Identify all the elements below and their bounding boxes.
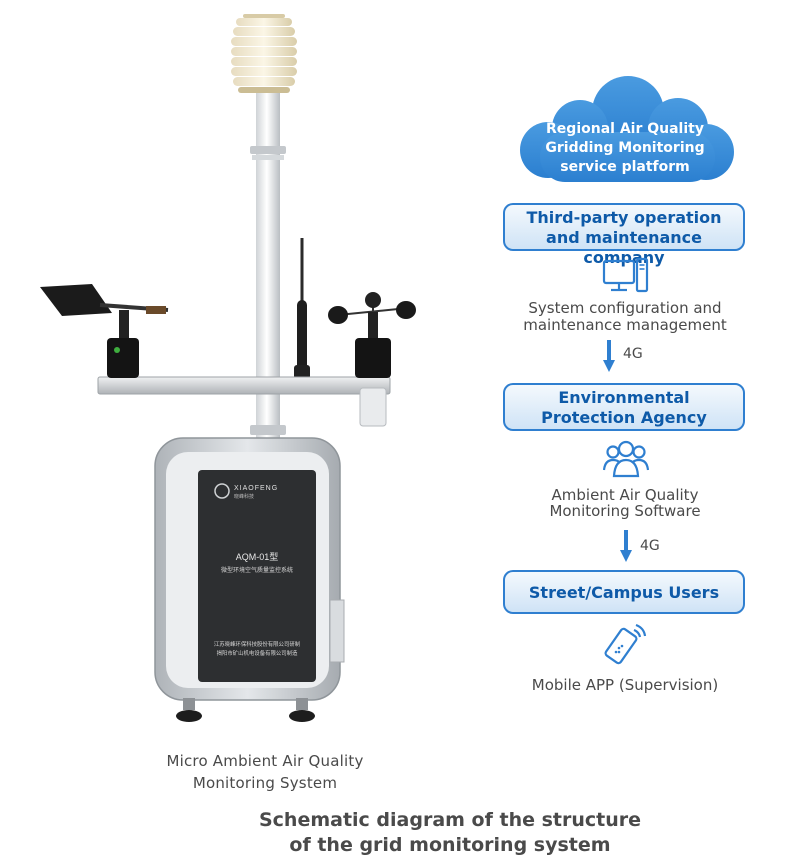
device-brand: XIAOFENG [234,485,278,492]
device-caption-line2: Monitoring System [192,774,338,792]
link2-label: 4G [640,538,660,554]
down-arrow-icon [620,530,632,562]
device-maker-line1: 江苏晓峰环保科技股份有限公司研制 [214,640,300,648]
monitor-cabinet [154,437,345,701]
cloud-title-line3: service platform [560,159,690,175]
box3-line1: Street/Campus Users [528,583,720,602]
device-model-desc: 微型环境空气质量监控系统 [221,566,293,574]
device-caption-line1: Micro Ambient Air Quality [166,752,364,770]
box2-line1: Environmental [558,388,690,407]
antenna [294,238,310,379]
box2-line2: Protection Agency [541,408,707,427]
link1-label: 4G [623,346,643,362]
device-brand-cn: 晓峰科技 [234,493,254,500]
box1-line1: Third-party operation [526,208,722,227]
diagram-title-line1: Schematic diagram of the structure [258,809,642,831]
computer-icon [602,257,649,293]
device-maker-line2: 揭阳市矿山机电设备有限公司制造 [217,649,298,657]
wind-vane [40,284,169,378]
diagram-title-line2: of the grid monitoring system [289,834,611,856]
desc3-line1: Mobile APP (Supervision) [531,676,719,694]
down-arrow-icon [603,340,615,372]
diagram-title: Schematic diagram of the structure of th… [200,808,700,858]
mobile-phone-icon [604,623,647,665]
third-party-company-box: Third-party operation and maintenance co… [503,203,745,267]
desc2-line2: Monitoring Software [549,502,701,520]
desc1-line2: maintenance management [523,316,727,334]
users-group-icon [603,440,649,478]
cross-arm [97,376,391,395]
street-campus-users-box: Street/Campus Users [503,570,745,614]
radiation-shield [231,14,297,93]
desc1-line1: System configuration and [528,299,722,317]
cloud-title-line2: Gridding Monitoring [545,140,705,156]
cabinet-feet [176,698,315,722]
anemometer [328,292,416,378]
environmental-agency-box: Environmental Protection Agency [503,383,745,431]
device-model: AQM-01型 [236,552,279,562]
cloud-title-line1: Regional Air Quality [546,121,704,137]
air-quality-monitor-device: XIAOFENG 晓峰科技 AQM-01型 微型环境空气质量监控系统 江苏晓峰环… [40,14,416,722]
desc2-line1: Ambient Air Quality [551,486,699,504]
cloud-shape [520,76,734,182]
